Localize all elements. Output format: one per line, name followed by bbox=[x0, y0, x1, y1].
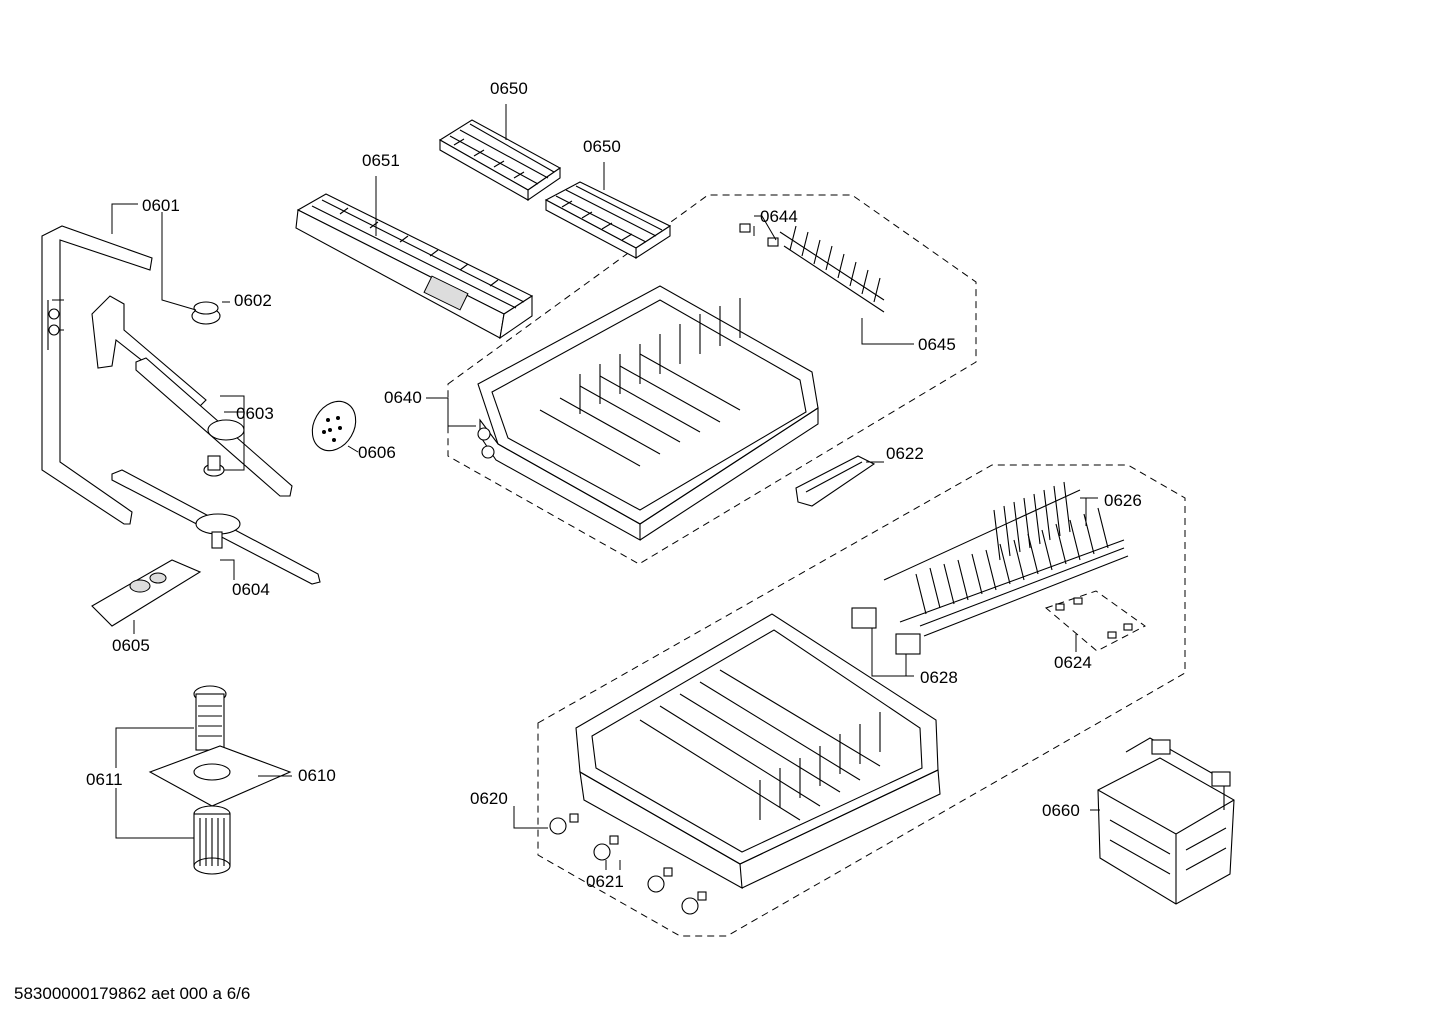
callout-0620: 0620 bbox=[470, 789, 508, 808]
callout-0650-b: 0650 bbox=[583, 137, 621, 156]
leader-lines bbox=[111, 104, 1100, 870]
callout-0660: 0660 bbox=[1042, 801, 1080, 820]
holders-0628 bbox=[851, 607, 921, 655]
callout-0602: 0602 bbox=[234, 291, 272, 310]
lower-rack-group-boundary bbox=[537, 464, 1186, 937]
callout-0601: 0601 bbox=[142, 196, 180, 215]
plate-rack-0626 bbox=[883, 481, 1129, 637]
callout-0611: 0611 bbox=[86, 770, 123, 789]
cutlery-basket-0660 bbox=[1097, 737, 1235, 905]
cutlery-tray-0650-b bbox=[544, 181, 672, 260]
callout-0650-a: 0650 bbox=[490, 79, 528, 98]
callout-0628: 0628 bbox=[920, 668, 958, 687]
callout-0645: 0645 bbox=[918, 335, 956, 354]
micro-filter-0611 bbox=[193, 685, 227, 751]
filter-disc-0606 bbox=[311, 400, 357, 452]
callout-0606: 0606 bbox=[358, 443, 396, 462]
lower-rack-0620 bbox=[575, 613, 941, 889]
long-cutlery-tray-0651 bbox=[295, 193, 534, 340]
flat-filter-0610 bbox=[148, 745, 292, 807]
rail-clips-group-boundary bbox=[1045, 590, 1146, 652]
spray-pipe-0601 bbox=[41, 225, 153, 525]
lower-spray-arm-0604 bbox=[111, 469, 321, 585]
upper-rack-group-boundary bbox=[447, 194, 977, 565]
cover-plate-0605 bbox=[91, 559, 202, 627]
nut-0602 bbox=[191, 301, 221, 325]
callout-0604: 0604 bbox=[232, 580, 270, 599]
cutlery-tray-0650-a bbox=[438, 119, 562, 202]
callout-0640: 0640 bbox=[384, 388, 422, 407]
folding-spikes-0645 bbox=[779, 225, 885, 313]
callout-0624: 0624 bbox=[1054, 653, 1092, 672]
rail-clips-0624 bbox=[1055, 597, 1133, 639]
clip-0644 bbox=[739, 223, 779, 247]
rack-wheels-0621 bbox=[549, 813, 707, 915]
callout-0626: 0626 bbox=[1104, 491, 1142, 510]
document-id-footer: 58300000179862 aet 000 a 6/6 bbox=[14, 984, 251, 1003]
callout-0644: 0644 bbox=[760, 207, 798, 226]
callout-0651: 0651 bbox=[362, 151, 400, 170]
rack-handle-0622 bbox=[795, 455, 876, 507]
upper-spray-arm-0603 bbox=[91, 295, 293, 497]
callout-0621: 0621 bbox=[586, 872, 624, 891]
upper-rack-0640 bbox=[477, 285, 819, 541]
callout-0605: 0605 bbox=[112, 636, 150, 655]
callout-0622: 0622 bbox=[886, 444, 924, 463]
callout-0603: 0603 bbox=[236, 404, 274, 423]
fine-filter-0611-lower bbox=[193, 805, 231, 875]
callout-0610: 0610 bbox=[298, 766, 336, 785]
